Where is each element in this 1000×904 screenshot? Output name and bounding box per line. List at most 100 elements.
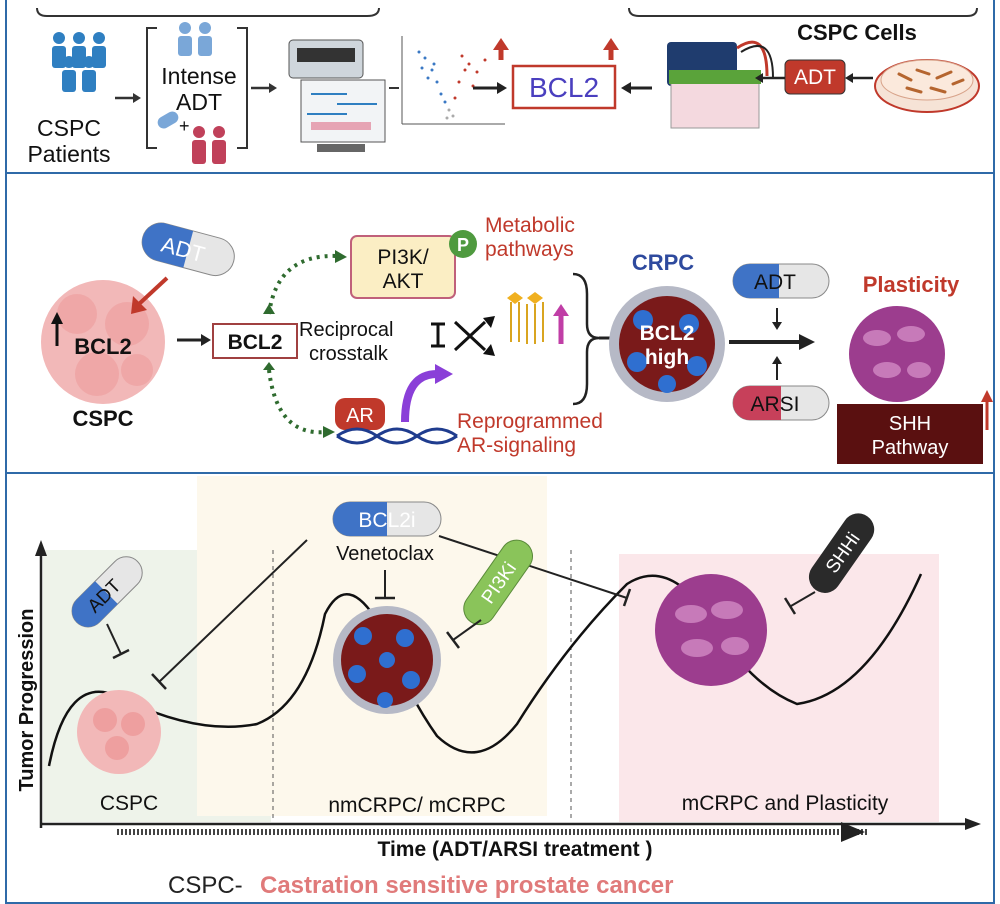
lipid-up-arrow-head bbox=[553, 304, 569, 316]
up-arrow-left-head bbox=[493, 38, 509, 50]
arsi-pill: ARSI bbox=[732, 385, 830, 421]
petri-dish-icon bbox=[874, 59, 980, 113]
arc-top-tail bbox=[263, 304, 275, 314]
bcl2i-pill-label: BCL2i bbox=[358, 509, 415, 532]
bcl2-result-box: BCL2 bbox=[493, 38, 619, 110]
panel-mechanism: BCL2 CSPC ADT BCL2 PI3K/ AKT P Metabolic… bbox=[5, 172, 995, 474]
plus-sign: + bbox=[179, 116, 190, 136]
shh-line1: SHH bbox=[889, 413, 931, 435]
phospho-icon: P bbox=[449, 230, 477, 258]
time-bar-head bbox=[841, 822, 865, 842]
brace bbox=[572, 272, 600, 406]
cspc-tumor-small bbox=[77, 690, 161, 774]
arsi-up-arrow-head bbox=[772, 356, 782, 364]
panel-progression: Tumor Progression Time (ADT/ARSI treatme… bbox=[5, 472, 995, 904]
patients-icon bbox=[52, 32, 106, 92]
cross-arrow-head1 bbox=[483, 316, 495, 328]
x-axis-head bbox=[965, 818, 981, 830]
adt-inhibit-bar bbox=[112, 648, 130, 660]
transcription-arrow bbox=[401, 370, 438, 423]
crpc-tumor-icon bbox=[609, 286, 725, 402]
adt-pill-2-label: ADT bbox=[754, 271, 796, 294]
cells-title: CSPC Cells bbox=[797, 20, 917, 45]
ar-tag: AR bbox=[335, 398, 385, 430]
stage2-label: nmCRPC/ mCRPC bbox=[328, 794, 505, 817]
bcl2i-to-cspc bbox=[158, 539, 308, 683]
bcl2i-to-cspc-bar bbox=[151, 673, 167, 690]
bcl2i-to-plasticity-bar bbox=[622, 588, 632, 607]
shh-line2: Pathway bbox=[872, 437, 949, 459]
left-bracket bbox=[36, 7, 380, 17]
up-arrow-bcl2-head bbox=[51, 312, 63, 324]
treatment-bracket bbox=[146, 27, 157, 149]
stage-bg-plasticity bbox=[619, 554, 939, 822]
stage1-label: CSPC bbox=[100, 792, 158, 815]
tumor-gene-label: BCL2 bbox=[74, 334, 131, 359]
workflow-svg: CSPC Patients Intense ADT + bbox=[27, 7, 980, 167]
control-patients-icon bbox=[178, 22, 212, 56]
adt-red-arrow bbox=[137, 276, 169, 306]
cross-arrow-head2 bbox=[483, 344, 495, 356]
arrow-head3 bbox=[497, 82, 507, 94]
treatment-label-line2: ADT bbox=[176, 89, 222, 115]
arrow-head2 bbox=[269, 83, 277, 93]
arrow-head6 bbox=[845, 73, 853, 83]
crpc-inner-line2: high bbox=[645, 346, 689, 369]
lipid-head1 bbox=[507, 292, 523, 304]
arc-top-head bbox=[335, 250, 347, 263]
venetoclax-label: Venetoclax bbox=[336, 543, 434, 565]
adt-inhibit bbox=[106, 623, 122, 655]
arrow-head bbox=[133, 93, 141, 103]
bcl2i-pill: BCL2i bbox=[332, 501, 442, 537]
adt-tag: ADT bbox=[784, 59, 846, 95]
shhi-inhibit-bar bbox=[783, 597, 797, 615]
mechanism-svg: BCL2 CSPC ADT BCL2 PI3K/ AKT P Metabolic… bbox=[41, 214, 993, 464]
metabolic-line1: Metabolic bbox=[485, 214, 575, 237]
crpc-inner-line1: BCL2 bbox=[640, 322, 695, 345]
green-dotted-arc-bottom bbox=[267, 369, 326, 435]
tumor-label: CSPC bbox=[72, 406, 133, 431]
sequencer-icon bbox=[288, 39, 386, 152]
patients-label-line2: Patients bbox=[27, 141, 110, 167]
treatment-bracket-right bbox=[237, 27, 248, 149]
stage3-label: mCRPC and Plasticity bbox=[682, 792, 889, 815]
inhibition-symbols bbox=[431, 320, 487, 352]
transcription-arrow-head bbox=[435, 364, 453, 384]
bcl2-result-label: BCL2 bbox=[529, 72, 599, 103]
plasticity-tumor-icon bbox=[849, 306, 945, 402]
pi3ki-inhibit-bar bbox=[446, 631, 460, 649]
crosstalk-line2: crosstalk bbox=[309, 343, 389, 365]
adt-down-arrow-head bbox=[772, 322, 782, 330]
patients-label: CSPC bbox=[37, 115, 101, 141]
dna-strand-1 bbox=[336, 427, 458, 445]
y-axis-label: Tumor Progression bbox=[16, 609, 38, 792]
electrophoresis-icon bbox=[667, 40, 774, 129]
treated-patients-icon bbox=[192, 126, 226, 164]
dna-strand-2 bbox=[336, 427, 458, 445]
pi3k-akt-box: PI3K/ AKT bbox=[350, 235, 456, 299]
metabolic-line2: pathways bbox=[485, 238, 574, 261]
crpc-tumor-small bbox=[333, 606, 441, 714]
pi3ki-inhibit bbox=[452, 619, 482, 641]
green-dotted-arc-top bbox=[267, 253, 338, 315]
plasticity-tumor-small bbox=[655, 574, 767, 686]
adt-pill-icon: ADT bbox=[141, 222, 235, 277]
adt-tag-label: ADT bbox=[794, 66, 836, 89]
shh-up-arrow-head bbox=[981, 390, 993, 402]
arc-bottom-head bbox=[323, 426, 335, 438]
reprogrammed-line1: Reprogrammed bbox=[457, 410, 603, 433]
shhi-inhibit bbox=[790, 591, 816, 607]
bcl2-center-label: BCL2 bbox=[228, 331, 283, 354]
panel-workflow: CSPC Patients Intense ADT + bbox=[5, 0, 995, 174]
lipid-head2 bbox=[527, 292, 543, 304]
bcl2-center-box: BCL2 bbox=[212, 323, 298, 359]
arc-bottom-tail bbox=[263, 362, 275, 370]
arsi-pill-label: ARSI bbox=[750, 393, 799, 416]
shh-pathway-box: SHH Pathway bbox=[837, 404, 983, 464]
arrow-head5 bbox=[755, 73, 763, 83]
phospho-label: P bbox=[457, 235, 469, 255]
x-axis-label: Time (ADT/ARSI treatment ) bbox=[378, 838, 653, 861]
y-axis-head bbox=[35, 540, 47, 556]
right-bracket bbox=[628, 7, 978, 17]
volcano-plot-icon bbox=[401, 36, 505, 125]
